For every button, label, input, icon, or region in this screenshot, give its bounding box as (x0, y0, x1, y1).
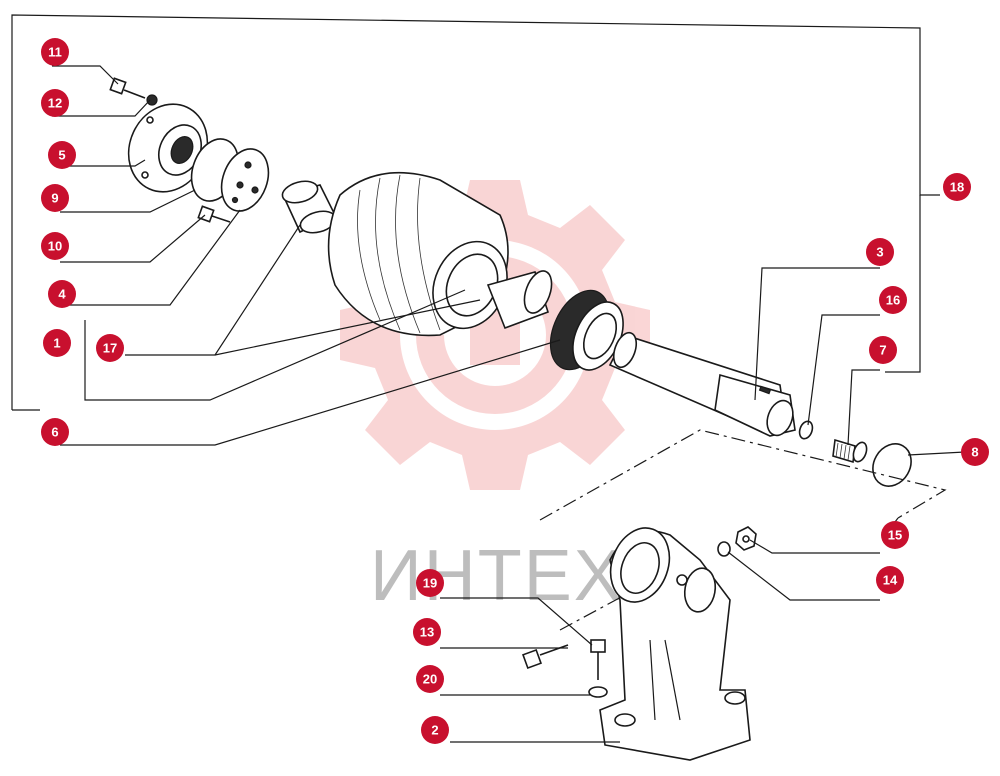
callout-11: 11 (41, 38, 69, 66)
svg-text:7: 7 (879, 343, 886, 358)
svg-text:6: 6 (51, 425, 58, 440)
frame-lines (11, 14, 940, 411)
callout-9: 9 (41, 184, 69, 212)
svg-text:8: 8 (971, 445, 978, 460)
part-bolt-mid (197, 205, 231, 223)
part-o-ring (872, 443, 912, 487)
callout-7: 7 (869, 336, 897, 364)
callout-19: 19 (416, 569, 444, 597)
svg-text:17: 17 (103, 341, 117, 356)
svg-text:13: 13 (420, 625, 434, 640)
callout-12: 12 (41, 89, 69, 117)
part-bolt-top (109, 77, 158, 106)
callout-13: 13 (413, 618, 441, 646)
svg-text:20: 20 (423, 672, 437, 687)
callout-16: 16 (879, 286, 907, 314)
part-bolt-lower (522, 644, 569, 669)
callout-14: 14 (876, 566, 904, 594)
callout-15: 15 (881, 521, 909, 549)
svg-text:10: 10 (48, 239, 62, 254)
callout-10: 10 (41, 232, 69, 260)
callout-18: 18 (943, 173, 971, 201)
svg-text:14: 14 (883, 573, 898, 588)
svg-text:2: 2 (431, 723, 438, 738)
svg-text:3: 3 (876, 245, 883, 260)
callout-2: 2 (421, 716, 449, 744)
callout-6: 6 (41, 418, 69, 446)
callout-4: 4 (48, 280, 76, 308)
part-shaft (608, 331, 796, 437)
watermark-brand: ИНТЕХ (370, 536, 624, 616)
svg-text:15: 15 (888, 528, 902, 543)
svg-text:12: 12 (48, 96, 62, 111)
part-roller-body (327, 171, 509, 337)
part-seal (549, 289, 624, 371)
callout-8: 8 (961, 438, 989, 466)
svg-text:4: 4 (58, 287, 66, 302)
callout-17: 17 (96, 334, 124, 362)
svg-text:9: 9 (51, 191, 58, 206)
part-cover-plate (220, 148, 270, 212)
part-bracket (599, 527, 751, 761)
svg-text:19: 19 (423, 576, 437, 591)
svg-text:5: 5 (58, 148, 65, 163)
svg-text:16: 16 (886, 293, 900, 308)
part-small-ring (798, 420, 814, 440)
part-inner-bushing (486, 270, 553, 330)
svg-text:1: 1 (53, 336, 60, 351)
part-plug (832, 438, 868, 464)
part-washer (717, 541, 731, 557)
callout-5: 5 (48, 141, 76, 169)
part-nut (735, 526, 757, 551)
part-bushing (281, 180, 337, 234)
svg-text:11: 11 (48, 45, 62, 60)
part-washer-lower (588, 686, 608, 698)
callout-1: 1 (43, 329, 71, 357)
part-bolt-vertical (590, 639, 606, 680)
callout-3: 3 (866, 238, 894, 266)
callout-20: 20 (416, 665, 444, 693)
svg-text:18: 18 (950, 180, 964, 195)
